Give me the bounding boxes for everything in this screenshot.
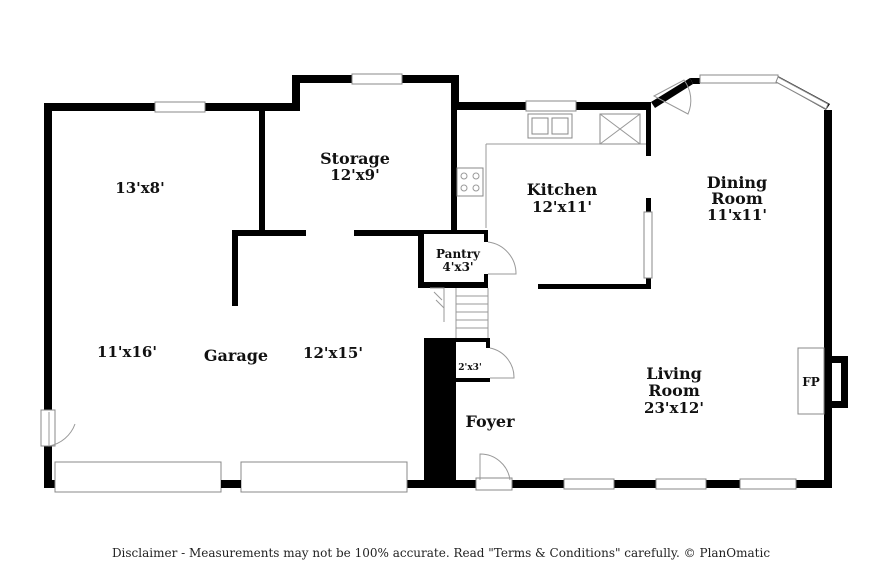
storage-name: Storage bbox=[320, 149, 390, 168]
living-name-2: Room bbox=[648, 381, 700, 400]
living-dim: 23'x12' bbox=[644, 399, 704, 417]
kitchen-dim: 12'x11' bbox=[532, 198, 592, 216]
fireplace bbox=[797, 347, 825, 415]
storage-dim: 12'x9' bbox=[330, 166, 379, 184]
disclaimer-text: Disclaimer - Measurements may not be 100… bbox=[111, 546, 771, 560]
dining-name-1: Dining bbox=[707, 173, 767, 192]
pantry-dim: 4'x3' bbox=[442, 260, 473, 274]
interior-walls bbox=[232, 76, 830, 480]
kitchen-fixtures bbox=[456, 113, 646, 228]
dining-name-2: Room bbox=[711, 189, 763, 208]
foyer-name: Foyer bbox=[465, 412, 515, 431]
closet-dim: 2'x3' bbox=[458, 363, 481, 373]
garage-name: Garage bbox=[204, 346, 268, 365]
doors bbox=[40, 79, 692, 491]
fireplace-label: FP bbox=[802, 375, 820, 389]
floor-plan: Storage 12'x9' 13'x8' 11'x16' Garage 12'… bbox=[40, 73, 848, 493]
stairs bbox=[430, 287, 489, 338]
garage-right-dim: 12'x15' bbox=[303, 344, 363, 362]
pantry-name: Pantry bbox=[436, 247, 481, 261]
dining-dim: 11'x11' bbox=[707, 206, 767, 224]
kitchen-name: Kitchen bbox=[527, 180, 598, 199]
living-name-1: Living bbox=[646, 364, 702, 383]
garage-left-dim: 11'x16' bbox=[97, 343, 157, 361]
room-labels: Storage 12'x9' 13'x8' 11'x16' Garage 12'… bbox=[97, 149, 820, 431]
garage-rear-dim: 13'x8' bbox=[115, 179, 164, 197]
windows bbox=[154, 73, 829, 490]
garage-doors bbox=[54, 461, 408, 493]
